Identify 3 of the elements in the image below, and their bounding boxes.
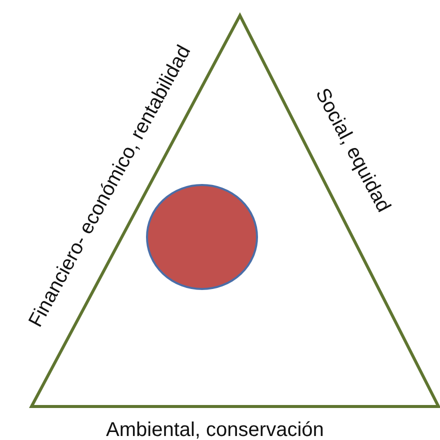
triangle-shape (30, 14, 440, 408)
side-label: Ambiental, conservación (106, 418, 324, 440)
circle-shape (146, 184, 258, 290)
